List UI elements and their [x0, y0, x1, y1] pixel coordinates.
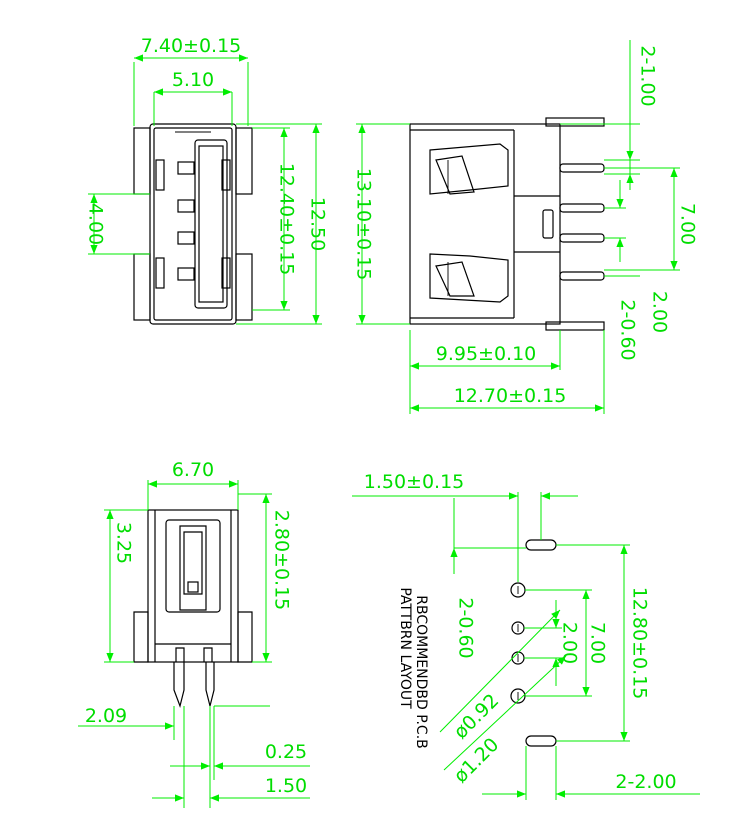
dim-hole-small: ø0.92: [450, 690, 504, 744]
dim-height-side: 4.00: [84, 203, 106, 245]
dim-pin-spacing: 1.50: [265, 775, 307, 797]
dim-width-outer: 7.40±0.15: [141, 35, 242, 57]
side-view: 13.10±0.15 2-1.00 7.00 2.00 2-0.60 9.95±…: [352, 40, 698, 414]
dim-rear-height-total: 2.80±0.15: [270, 510, 292, 611]
dim-pin-offset: 2.09: [85, 705, 127, 727]
pcb-layout-dimensions: [352, 492, 700, 800]
dim-slot-pitch: 12.80±0.15: [628, 587, 650, 700]
dim-pin-thickness-rear: 0.25: [265, 741, 307, 763]
dim-pin-pitch: 2.00: [648, 291, 670, 333]
dim-hole-pitch: 2.00: [558, 622, 580, 664]
rear-view-dimensions: [78, 480, 310, 808]
dim-rear-height-top: 3.25: [112, 522, 134, 564]
pcb-title-line1: RBCOMMENDBD P.C.B: [413, 595, 429, 749]
dim-height-total: 13.10±0.15: [352, 168, 374, 281]
dim-slot-width: 2-0.60: [454, 597, 476, 658]
side-view-outline: [409, 117, 605, 331]
front-view-dimensions: [88, 54, 322, 325]
dim-pin-width: 2-1.00: [636, 45, 658, 106]
dim-height-outer: 12.50: [306, 197, 328, 251]
side-view-dimensions: [356, 40, 680, 414]
dim-hole-offset: 1.50±0.15: [364, 471, 465, 493]
dim-depth-inner: 9.95±0.10: [436, 343, 537, 365]
dim-hole-large: ø1.20: [450, 734, 504, 788]
dim-hole-span: 7.00: [586, 622, 608, 664]
rear-view-outline: [133, 509, 253, 709]
dim-height-inner: 12.40±0.15: [275, 163, 297, 276]
front-view: 7.40±0.15 5.10 4.00 12.40±0.15 12.50: [84, 35, 328, 325]
dim-rear-width: 6.70: [172, 459, 214, 481]
dim-depth-outer: 12.70±0.15: [454, 385, 567, 407]
front-view-outline: [133, 123, 253, 325]
dim-slot-length: 2-2.00: [615, 771, 676, 793]
dim-pin-thickness: 2-0.60: [616, 299, 638, 360]
dim-width-inner: 5.10: [172, 69, 214, 91]
pcb-title-line2: PATTBRN LAYOUT: [397, 587, 413, 709]
dim-pin-span: 7.00: [676, 203, 698, 245]
pcb-layout: RBCOMMENDBD P.C.B PATTBRN LAYOUT 1.50±0.…: [352, 471, 700, 800]
rear-view: 6.70 3.25 2.80±0.15 2.09 0.25 1.50: [78, 459, 310, 808]
